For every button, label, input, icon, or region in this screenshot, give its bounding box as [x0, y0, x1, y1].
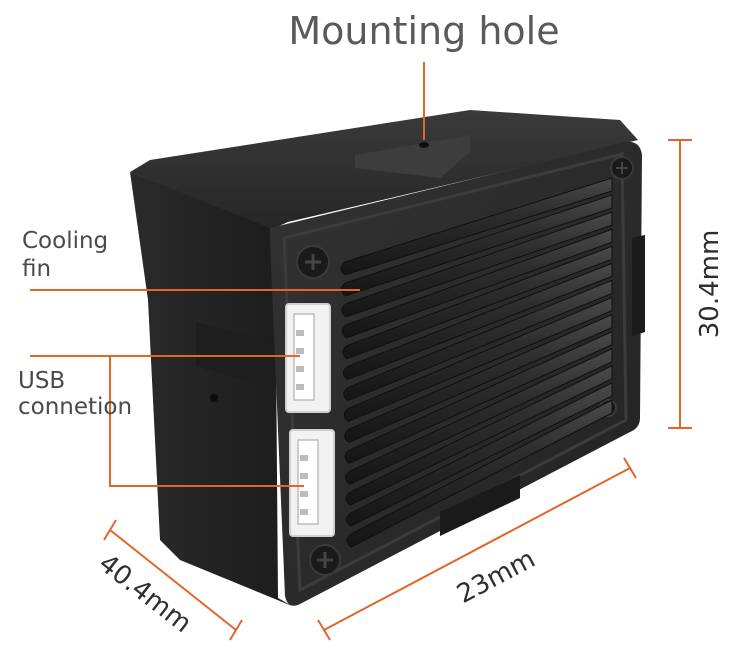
screw-top-left — [296, 245, 330, 279]
cooling-fin-label-line2: fin — [22, 256, 51, 282]
usb-leader — [30, 355, 304, 487]
depth-dimension-label: 40.4mm — [93, 548, 197, 638]
usb-label-line1: USB — [18, 368, 65, 394]
cooling-fin — [345, 365, 613, 506]
screw-bottom-left — [309, 544, 341, 576]
cooling-fin — [342, 262, 613, 381]
cooling-fin — [346, 399, 613, 548]
cooling-fin — [344, 330, 613, 464]
cooling-fin — [340, 194, 613, 297]
top-mounting-hole — [419, 142, 429, 148]
cooling-fin — [344, 313, 613, 443]
screw-top-right — [610, 156, 634, 180]
right-bracket — [632, 235, 645, 336]
cooling-fins — [340, 177, 613, 548]
cooling-fin — [340, 177, 613, 276]
cooling-fin — [343, 296, 613, 423]
side-hole — [210, 394, 218, 402]
cooling-fin — [346, 382, 613, 527]
cooling-fin — [341, 211, 613, 318]
depth-dimension-line — [103, 519, 243, 641]
bottom-bracket — [440, 475, 520, 536]
usb-connector-lower — [289, 429, 335, 537]
top-bracket — [355, 135, 470, 178]
cooling-fin — [345, 347, 613, 485]
height-dimension-label: 30.4mm — [695, 230, 725, 339]
usb-connector-upper — [285, 303, 331, 413]
leader-lines — [30, 62, 425, 487]
cooling-fin — [342, 245, 613, 360]
width-dimension-line — [317, 457, 637, 641]
cooling-fin — [343, 279, 613, 402]
height-dimension-line — [668, 139, 692, 429]
side-face — [130, 172, 292, 606]
cooling-fin-label-line1: Cooling — [22, 228, 108, 254]
usb-label-line2: connetion — [18, 394, 132, 420]
dimension-lines — [103, 139, 692, 641]
mounting-hole-label: Mounting hole — [288, 9, 559, 53]
cooling-fin — [341, 228, 613, 339]
width-dimension-label: 23mm — [452, 544, 540, 610]
